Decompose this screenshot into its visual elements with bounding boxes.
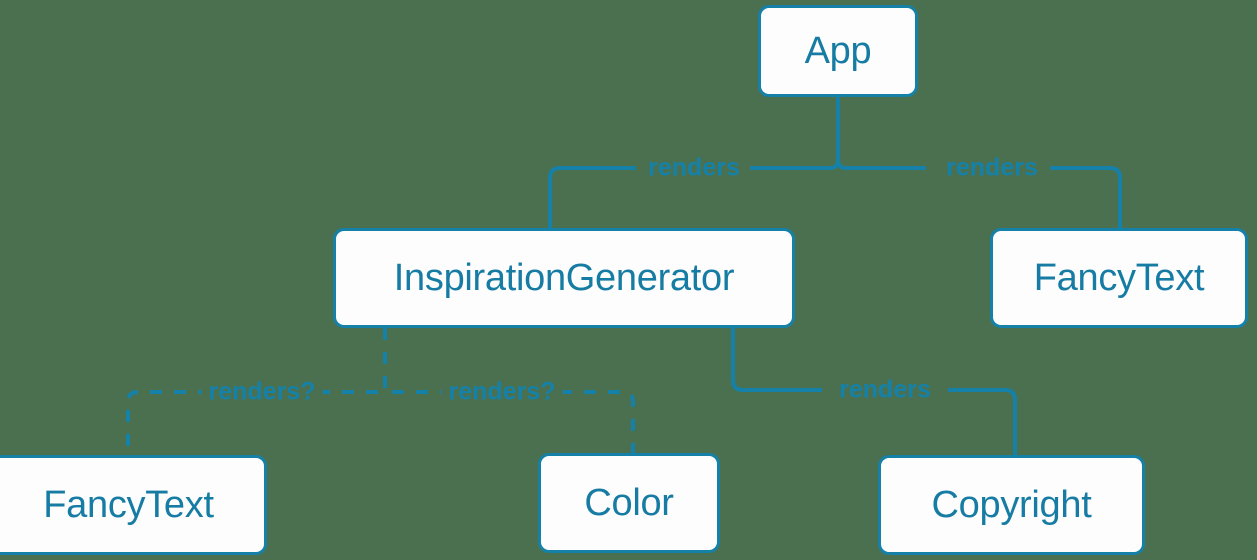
edge-label-inspiration-generator-to-fancytext-bottom: renders? xyxy=(201,379,323,405)
node-color[interactable]: Color xyxy=(538,453,720,553)
edge-copyright-drop xyxy=(948,388,1017,455)
edge-inspiration-generator-to-copyright xyxy=(731,328,822,392)
node-inspiration-generator-label: InspirationGenerator xyxy=(393,257,735,299)
node-fancytext-right-label: FancyText xyxy=(1033,257,1205,299)
edge-app-stem-left xyxy=(750,159,840,170)
edge-app-to-fancytext-right xyxy=(1050,166,1122,228)
edge-inspiration-generator-to-color xyxy=(392,390,635,453)
node-app-label: App xyxy=(804,30,872,72)
node-fancytext-bottom-label: FancyText xyxy=(43,484,214,526)
node-copyright[interactable]: Copyright xyxy=(878,455,1145,555)
edge-app-to-inspiration-generator xyxy=(548,166,636,228)
node-copyright-label: Copyright xyxy=(931,484,1092,526)
node-app[interactable]: App xyxy=(758,5,918,97)
edge-label-inspiration-generator-to-copyright: renders xyxy=(832,377,938,403)
edge-app-stem xyxy=(836,97,926,170)
edge-label-app-to-inspiration-generator: renders xyxy=(641,155,747,181)
edge-inspiration-generator-to-fancytext-bottom xyxy=(126,390,378,455)
node-fancytext-bottom[interactable]: FancyText xyxy=(0,455,267,555)
node-fancytext-right[interactable]: FancyText xyxy=(990,228,1248,328)
node-color-label: Color xyxy=(584,482,674,524)
node-inspiration-generator[interactable]: InspirationGenerator xyxy=(333,228,795,328)
edge-label-app-to-fancytext-right: renders xyxy=(939,155,1045,181)
edge-label-inspiration-generator-to-color: renders? xyxy=(441,379,563,405)
